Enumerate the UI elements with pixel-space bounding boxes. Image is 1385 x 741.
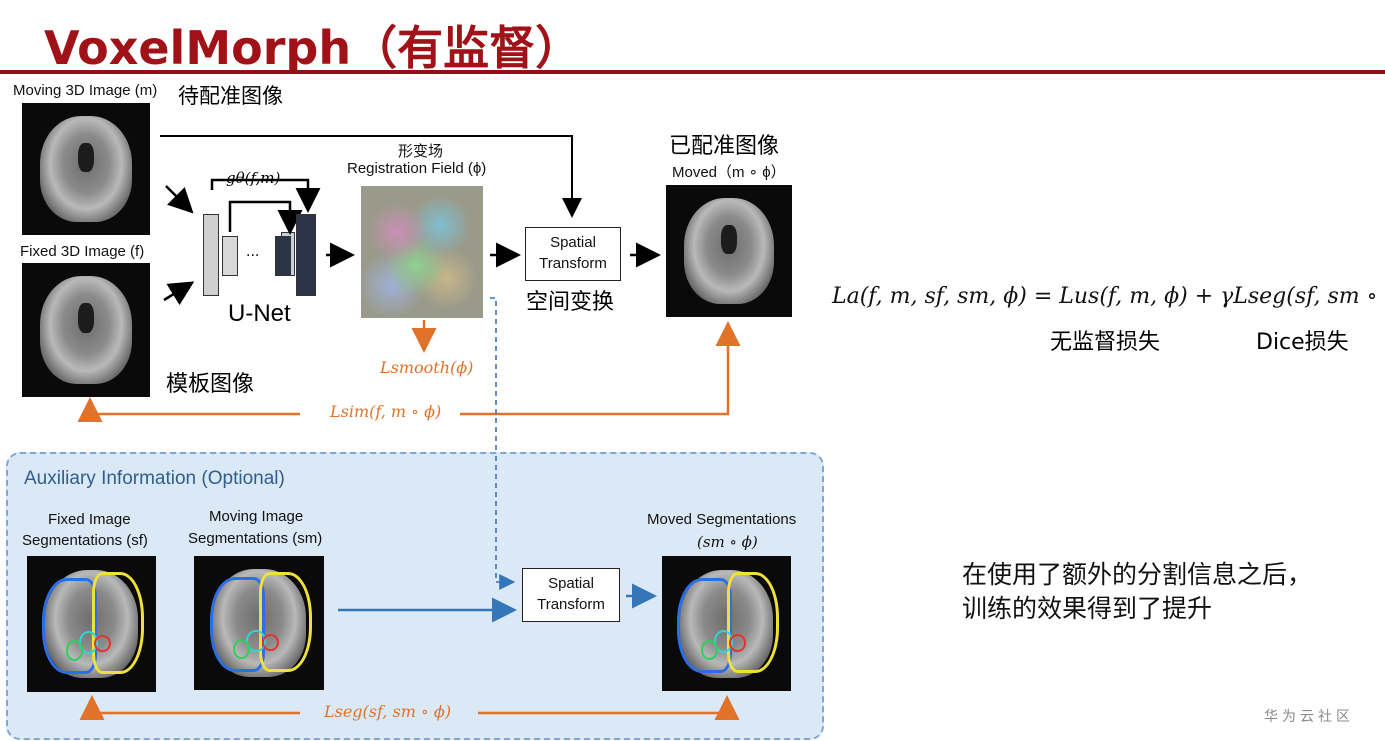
smooth-loss-label: Lsmooth(ϕ) (380, 358, 474, 377)
moving-to-transform-line (160, 135, 582, 218)
note-line-1: 在使用了额外的分割信息之后， (962, 560, 1313, 589)
fixed-3d-image (22, 263, 150, 397)
unet-encoder-layer-1 (203, 214, 219, 296)
fixed-segmentation-image (27, 556, 156, 692)
sim-loss-right-arrow (460, 321, 741, 416)
unet-decoder-layer-2 (275, 236, 291, 276)
moved-image (666, 185, 792, 317)
spatial-transform-box: Spatial Transform (525, 227, 621, 281)
unet-encoder-layer-2 (222, 236, 238, 276)
seg-loss-right-arrow (478, 695, 740, 720)
moved-image-label: Moved（m ∘ ϕ） (672, 164, 786, 181)
unet-ellipsis: ... (246, 244, 260, 260)
seg-loss-left-arrow (79, 695, 300, 720)
loss-formula: La(f, m, sf, sm, ϕ) = Lus(f, m, ϕ) + γLs… (832, 284, 1385, 309)
field-to-seg-transform-dashed-inner (495, 456, 516, 590)
fixed-to-unet-arrow (163, 281, 195, 306)
moved-segmentation-image (662, 556, 791, 691)
unsupervised-loss-label: 无监督损失 (1050, 330, 1161, 355)
moved-image-label-cn: 已配准图像 (669, 134, 780, 159)
seg-spatial-transform-box: Spatial Transform (522, 568, 620, 622)
page-title: VoxelMorph（有监督） (44, 21, 582, 75)
title-underline (0, 70, 1385, 74)
moving-segmentation-image (194, 556, 324, 690)
sim-loss-label: Lsim(f, m ∘ ϕ) (330, 402, 442, 421)
sim-loss-left-arrow (77, 397, 300, 422)
moved-seg-label-line1: Moved Segmentations (647, 511, 797, 528)
unet-decoder-layer-1 (296, 214, 316, 296)
fixed-image-label: Fixed 3D Image (f) (20, 243, 145, 260)
fixed-seg-label-line1: Fixed Image (48, 511, 131, 528)
unet-label: U-Net (228, 300, 291, 327)
note-line-2: 训练的效果得到了提升 (962, 594, 1213, 623)
template-image-label-cn: 模板图像 (166, 372, 255, 397)
spatial-transform-label-cn: 空间变换 (526, 290, 615, 315)
moving-seg-label-line1: Moving Image (209, 508, 304, 525)
moving-seg-label-line2: Segmentations (sm) (188, 530, 323, 547)
unet-function-label: gθ(f,m) (226, 169, 281, 187)
unet-skip-outer (210, 178, 321, 213)
registration-field-label-cn: 形变场 (398, 143, 444, 160)
registration-field-image (361, 186, 483, 318)
registration-field-label: Registration Field (ϕ) (347, 160, 487, 177)
footer-watermark: 华为云社区 (1264, 709, 1354, 725)
moving-3d-image (22, 103, 150, 235)
moving-image-label: Moving 3D Image (m) (13, 82, 158, 99)
unet-skip-inner (228, 200, 303, 235)
moving-to-unet-arrow (165, 185, 194, 214)
moved-seg-label-line2: (sm ∘ ϕ) (697, 533, 758, 551)
note-text: 在使用了额外的分割信息之后， 训练的效果得到了提升 (962, 558, 1312, 626)
fixed-seg-label-line2: Segmentations (sf) (22, 532, 148, 549)
auxiliary-title: Auxiliary Information (Optional) (24, 468, 285, 489)
moving-image-label-cn: 待配准图像 (178, 84, 283, 108)
seg-loss-label: Lseg(sf, sm ∘ ϕ) (324, 702, 452, 721)
dice-loss-label: Dice损失 (1256, 330, 1349, 355)
